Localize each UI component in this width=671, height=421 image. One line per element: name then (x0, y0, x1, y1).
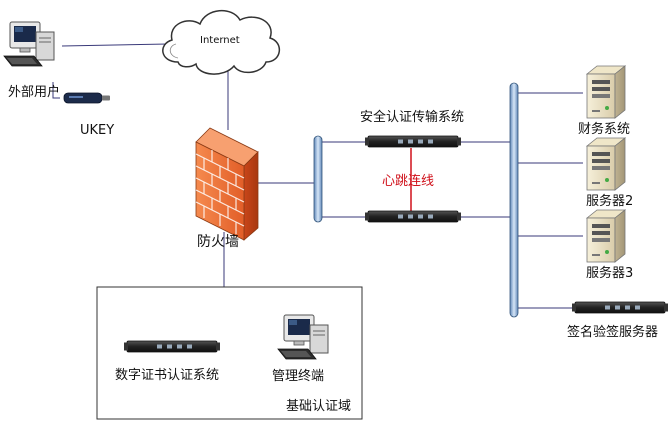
network-bus-right (509, 82, 519, 318)
network-bus-left (313, 135, 323, 223)
finance-system-label: 财务系统 (578, 122, 631, 137)
tower-server-icon (586, 209, 626, 263)
pc-icon (3, 21, 55, 67)
usb-key-icon (63, 92, 110, 104)
sign-verify-server-label: 签名验签服务器 (567, 325, 659, 340)
rack-device-icon (364, 135, 462, 148)
internet-label: Internet (200, 35, 240, 46)
digital-cert-system-label: 数字证书认证系统 (115, 368, 220, 383)
firewall-label: 防火墙 (197, 234, 239, 250)
rack-device-icon (364, 210, 462, 223)
server2-label: 服务器2 (586, 194, 634, 209)
tower-server-icon (586, 137, 626, 191)
external-user-label: 外部用户 (8, 85, 61, 100)
rack-device-icon (571, 301, 669, 314)
heartbeat-label: 心跳连线 (382, 174, 435, 189)
base-auth-domain-box (96, 286, 363, 420)
links (52, 43, 583, 309)
pc-icon (277, 314, 329, 360)
secure-auth-system-label: 安全认证传输系统 (360, 110, 465, 125)
link-user-internet (61, 43, 169, 47)
mgmt-terminal-label: 管理终端 (272, 369, 325, 384)
ukey-label: UKEY (80, 123, 115, 138)
link-user-ukey (52, 82, 60, 99)
base-auth-domain-label: 基础认证域 (286, 399, 352, 414)
firewall-icon (195, 127, 259, 241)
server3-label: 服务器3 (586, 266, 634, 281)
rack-device-icon (123, 340, 221, 353)
cloud-icon (162, 10, 280, 75)
tower-server-icon (586, 65, 626, 119)
